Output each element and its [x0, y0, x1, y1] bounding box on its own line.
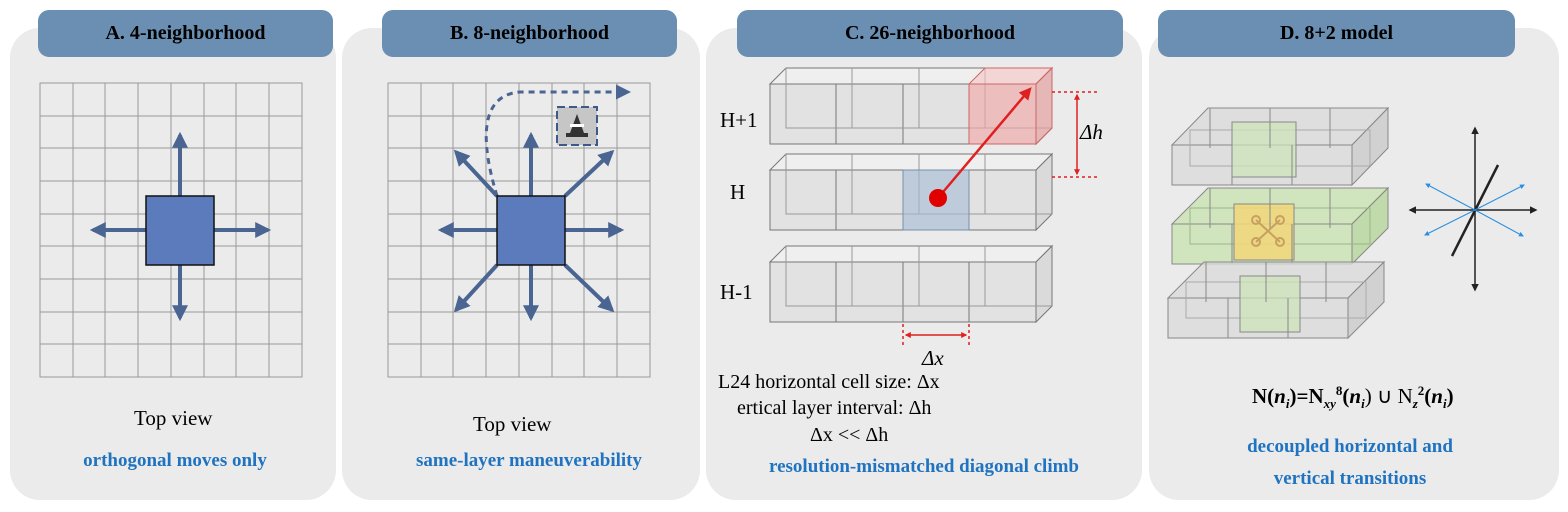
dashed-flight-path [484, 84, 631, 197]
layer-label-h-plus-1: H+1 [720, 108, 758, 132]
panel-b-view-label: Top view [473, 412, 552, 436]
dx-dimension [902, 324, 970, 347]
d-mid-layer [1170, 186, 1390, 266]
panel-a-caption: orthogonal moves only [83, 450, 267, 471]
row-h-plus-1 [768, 66, 1054, 146]
note-cell-size: L24 horizontal cell size: Δx [718, 371, 940, 393]
dh-label: Δh [1080, 120, 1103, 144]
neighborhood-formula: N(ni)=Nxy8(ni) ∪ Nz2(ni) [1252, 383, 1454, 412]
panel-a-header: A. 4-neighborhood [38, 10, 333, 57]
climb-arrow [937, 87, 1032, 199]
panel-d-caption-line1: decoupled horizontal and [1247, 436, 1453, 457]
panel-c-caption: resolution-mismatched diagonal climb [769, 456, 1079, 477]
panel-c-header: C. 26-neighborhood [737, 10, 1123, 57]
layer-label-h-minus-1: H-1 [720, 280, 753, 304]
agent-dot [929, 189, 947, 207]
panel-d-header: D. 8+2 model [1158, 10, 1515, 57]
d-bottom-layer [1166, 260, 1386, 340]
panel-d-caption-line2: vertical transitions [1273, 468, 1427, 489]
axis-glyph-icon [1408, 126, 1538, 292]
d-blocks [1166, 106, 1390, 340]
note-layer-interval: ertical layer interval: Δh [737, 397, 932, 419]
arrows-b [437, 131, 625, 322]
d-top-layer [1170, 106, 1390, 187]
drone-icon [1251, 215, 1285, 247]
panel-b-caption: same-layer maneuverability [415, 450, 643, 471]
panel-a-view-label: Top view [134, 406, 213, 430]
row-h [768, 152, 1054, 232]
panel-b-header: B. 8-neighborhood [382, 10, 677, 57]
arrows-a [89, 131, 272, 322]
layer-label-h: H [730, 180, 746, 204]
agent-square-icon [145, 195, 215, 266]
layer-blocks [768, 66, 1054, 324]
dh-dimension [1052, 91, 1100, 178]
drone-icon [556, 106, 598, 146]
dx-label: Δx [922, 346, 944, 370]
agent-square-icon [496, 195, 566, 266]
note-ratio: Δx << Δh [810, 424, 889, 446]
row-h-minus-1 [768, 244, 1054, 324]
